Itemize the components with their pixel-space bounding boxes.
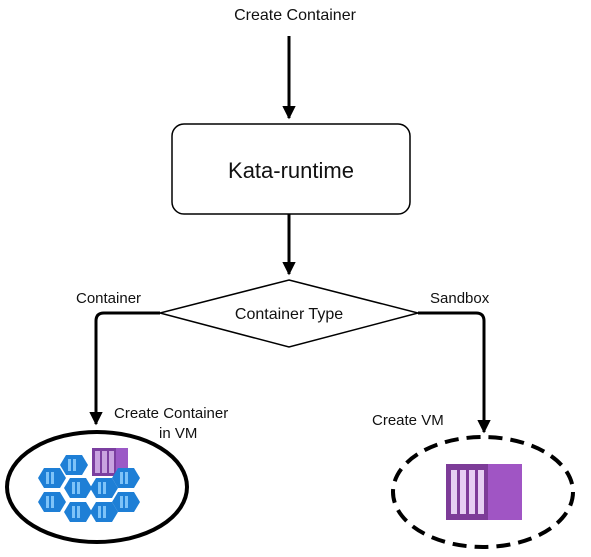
virtual-machine-icon — [446, 464, 522, 520]
decision-diamond — [157, 279, 421, 348]
left-branch-label: Container — [76, 290, 141, 307]
right-branch-label: Sandbox — [430, 290, 490, 307]
left-action-label-line1: Create Container — [114, 405, 228, 422]
process-box — [171, 123, 411, 215]
arrow-left-branch — [89, 311, 160, 426]
arrow-right-branch — [418, 311, 491, 434]
left-action-label-line2: in VM — [159, 425, 197, 442]
process-label: Kata-runtime — [228, 158, 354, 183]
right-action-label: Create VM — [372, 412, 444, 429]
container-instances-icon — [38, 448, 140, 522]
decision-label: Container Type — [235, 306, 343, 323]
start-label: Create Container — [234, 7, 357, 24]
